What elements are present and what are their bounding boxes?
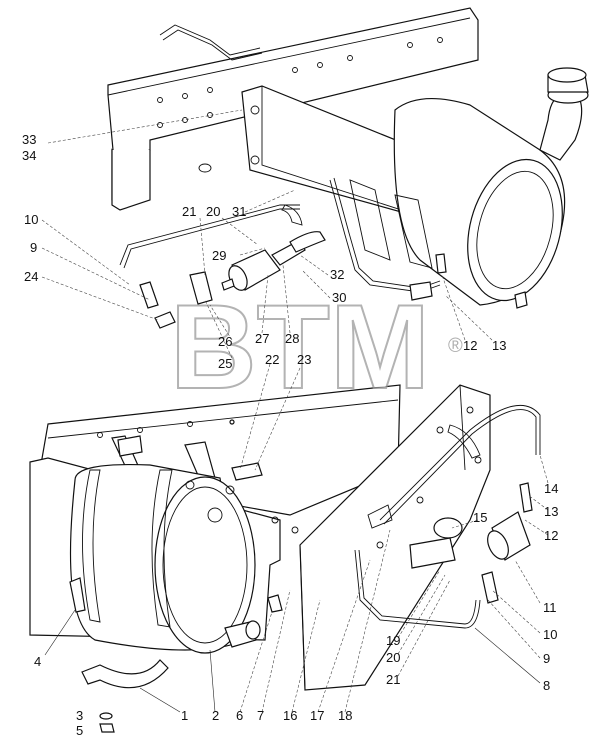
callout-4: 4	[34, 654, 41, 669]
watermark: BTM ®	[169, 279, 463, 415]
callout-28: 28	[285, 331, 299, 346]
callout-11: 11	[543, 600, 557, 615]
callout-3: 3	[76, 708, 83, 723]
lower-assembly	[29, 384, 541, 733]
callout-17: 17	[310, 708, 324, 723]
callout-29: 29	[212, 248, 226, 263]
callout-7: 7	[257, 708, 264, 723]
callout-31: 31	[232, 204, 246, 219]
callout-21b: 21	[386, 672, 400, 687]
leader-lines	[41, 109, 549, 713]
callout-9b: 9	[543, 651, 550, 666]
callout-24: 24	[24, 269, 38, 284]
callout-19: 19	[386, 633, 400, 648]
callout-8: 8	[543, 678, 550, 693]
fuel-filter-lower	[481, 482, 533, 604]
callout-5: 5	[76, 723, 83, 738]
callout-22: 22	[265, 352, 279, 367]
callout-16: 16	[283, 708, 297, 723]
callout-25: 25	[218, 356, 232, 371]
callout-32: 32	[330, 267, 344, 282]
callout-15: 15	[473, 510, 487, 525]
callout-10: 10	[24, 212, 38, 227]
callout-13b: 13	[544, 504, 558, 519]
callout-labels: 33 34 10 9 24 21 20 31 29 32 30 12 13 26…	[22, 132, 558, 738]
callout-1: 1	[181, 708, 188, 723]
callout-27: 27	[255, 331, 269, 346]
fitting-left	[139, 271, 213, 329]
callout-30: 30	[332, 290, 346, 305]
callout-33: 33	[22, 132, 36, 147]
callout-20: 20	[206, 204, 220, 219]
callout-12: 12	[463, 338, 477, 353]
callout-34: 34	[22, 148, 36, 163]
callout-14: 14	[544, 481, 558, 496]
callout-10b: 10	[543, 627, 557, 642]
upper-assembly	[107, 7, 589, 329]
callout-13: 13	[492, 338, 506, 353]
callout-12b: 12	[544, 528, 558, 543]
callout-20b: 20	[386, 650, 400, 665]
callout-2: 2	[212, 708, 219, 723]
callout-21: 21	[182, 204, 196, 219]
callout-26: 26	[218, 334, 232, 349]
svg-text:BTM: BTM	[170, 280, 430, 414]
svg-text:®: ®	[448, 335, 463, 357]
callout-18: 18	[338, 708, 352, 723]
callout-23: 23	[297, 352, 311, 367]
callout-6: 6	[236, 708, 243, 723]
callout-9: 9	[30, 240, 37, 255]
